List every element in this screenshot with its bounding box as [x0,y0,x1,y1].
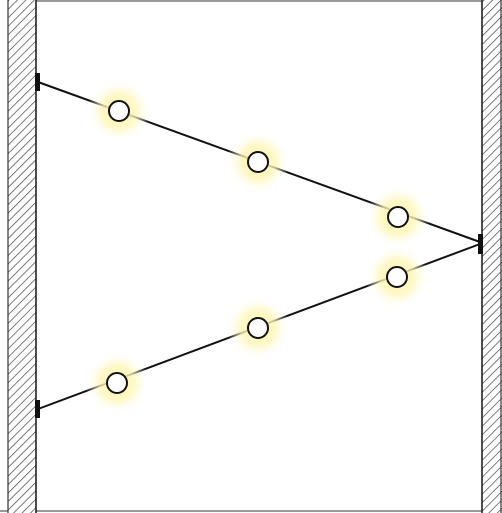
bulb-lower-1 [106,372,128,394]
glows [85,79,430,415]
bulb-lower-2 [247,317,269,339]
bulb-upper-1 [108,100,130,122]
bulb-upper-2 [247,151,269,173]
left-wall [7,0,37,513]
left-upper-bracket [35,73,40,91]
bulb-lower-3 [386,266,408,288]
right-bracket [478,234,483,254]
bulb-upper-3 [387,206,409,228]
right-wall [481,0,502,513]
left-lower-bracket [35,400,40,418]
